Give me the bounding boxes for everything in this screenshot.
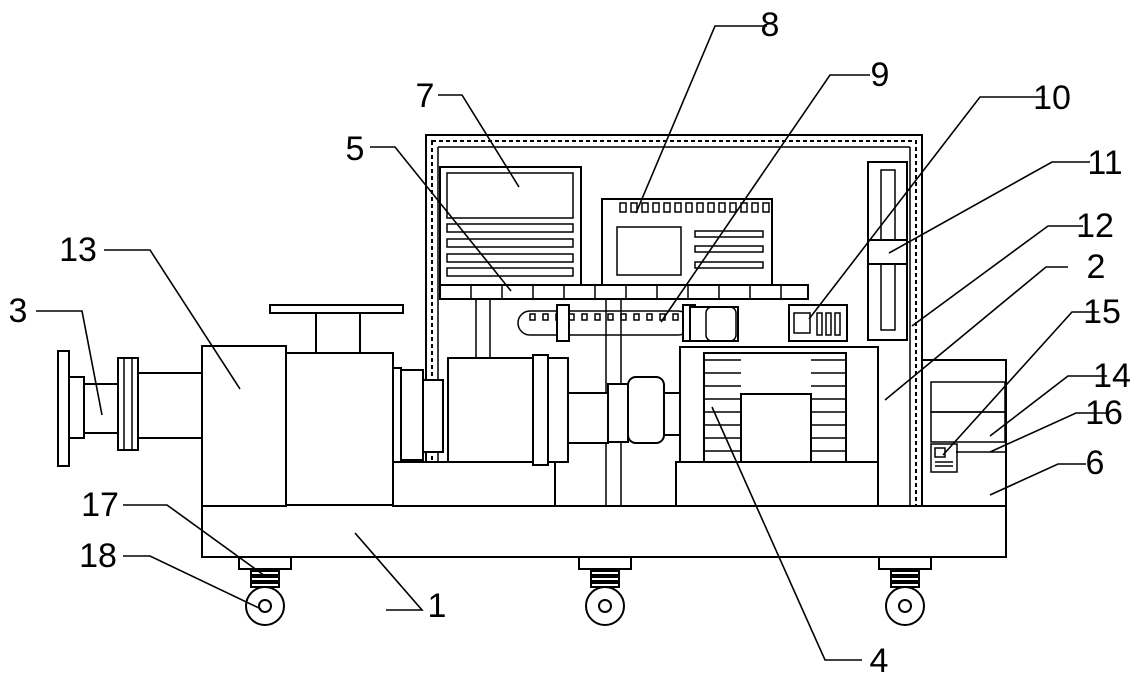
label-13: 13 — [59, 231, 97, 269]
label-14: 14 — [1093, 357, 1131, 395]
label-17: 17 — [81, 486, 119, 524]
label-10: 10 — [1033, 79, 1071, 117]
label-3: 3 — [9, 292, 28, 330]
controller — [601, 198, 773, 286]
vertical-rail — [867, 161, 908, 341]
reference-numerals: 1 2 3 4 5 6 7 8 9 10 11 12 13 14 15 16 1… — [9, 6, 1131, 680]
label-4: 4 — [870, 642, 889, 680]
label-16: 16 — [1085, 394, 1123, 432]
label-15: 15 — [1083, 293, 1121, 331]
base-frame — [201, 504, 1007, 558]
inverter-panel — [439, 166, 582, 286]
label-2: 2 — [1087, 248, 1106, 286]
label-11: 11 — [1087, 144, 1122, 182]
label-8: 8 — [761, 6, 780, 44]
pump-housing — [201, 304, 681, 507]
casters — [238, 556, 932, 626]
leader-lines — [36, 25, 1107, 661]
label-5: 5 — [346, 130, 365, 168]
label-7: 7 — [416, 77, 435, 115]
caster-1 — [238, 556, 292, 626]
label-6: 6 — [1086, 444, 1105, 482]
screw-block — [675, 346, 879, 507]
caster-2 — [578, 556, 632, 626]
side-box — [921, 359, 1007, 507]
feed-pipe — [57, 350, 203, 467]
caster-3 — [878, 556, 932, 626]
label-18: 18 — [79, 537, 117, 575]
label-9: 9 — [871, 56, 890, 94]
switch-block — [788, 304, 848, 342]
label-1: 1 — [428, 587, 447, 625]
label-12: 12 — [1076, 207, 1114, 245]
drive-chain — [517, 304, 739, 342]
